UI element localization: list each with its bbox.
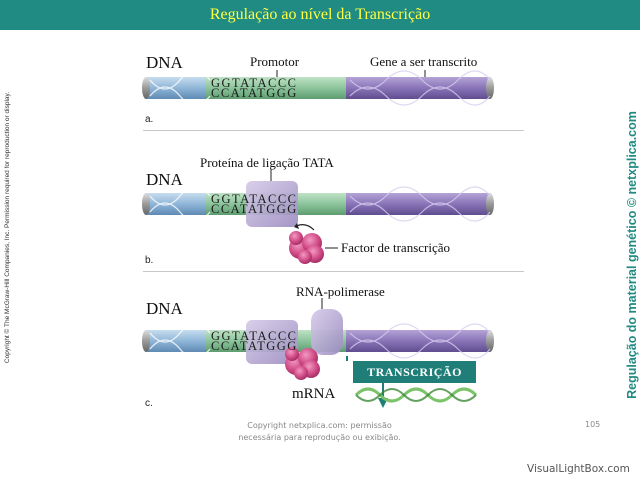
footer-line-1: Copyright netxplica.com: permissão [247, 421, 392, 430]
sequence-top-c: GGTATACCC [211, 329, 298, 343]
sequence-bottom-a: CCATATGGG [211, 86, 298, 100]
tata-binding-protein [246, 181, 298, 227]
title-bar: Regulação ao nível da Transcrição [0, 0, 640, 30]
panel-divider [143, 130, 524, 131]
mrna-strand [354, 387, 478, 403]
footer-line-2: necessária para reprodução ou exibição. [238, 433, 401, 442]
rna-polymerase [311, 309, 343, 355]
tata-binding-protein-c [246, 320, 298, 364]
mrna-label: mRNA [292, 386, 336, 402]
panel-letter-c: c. [145, 398, 153, 409]
slide-title: Regulação ao nível da Transcrição [209, 6, 431, 23]
dna-label-a: DNA [146, 53, 183, 72]
sequence-top-a: GGTATACCC [211, 76, 298, 90]
sequence-bottom-b: CCATATGGG [211, 202, 298, 216]
sequence-top-b: GGTATACCC [211, 192, 298, 206]
transcription-label: TRANSCRIÇÃO [353, 361, 476, 383]
transcription-factor-label: Factor de transcrição [341, 240, 451, 255]
promoter-label: Promotor [250, 54, 300, 69]
footer-copyright: Copyright netxplica.com: permissão neces… [217, 420, 422, 444]
transcription-factor-c [285, 347, 320, 380]
panel-letter-a: a. [145, 114, 154, 125]
page-number: 105 [585, 420, 601, 429]
dna-molecule-b [142, 186, 494, 222]
sequence-bottom-c: CCATATGGG [211, 339, 298, 353]
dna-blue-segment [146, 77, 206, 99]
binding-arrow [295, 224, 315, 231]
tata-protein-label: Proteína de ligação TATA [200, 155, 334, 170]
gene-label: Gene a ser transcrito [370, 54, 478, 69]
transcription-factor-b [289, 231, 324, 264]
dna-end-cap [142, 77, 150, 99]
promoter-segment [206, 77, 346, 99]
dna-molecule-a [142, 70, 494, 106]
gene-segment [346, 77, 490, 99]
dna-label-c: DNA [146, 299, 183, 318]
watermark: VisualLightBox.com [527, 463, 630, 475]
dna-end-cap [486, 77, 494, 99]
rna-polymerase-label: RNA-polimerase [296, 284, 385, 299]
panel-letter-b: b. [145, 255, 154, 266]
panel-divider [143, 271, 524, 272]
dna-label-b: DNA [146, 170, 183, 189]
